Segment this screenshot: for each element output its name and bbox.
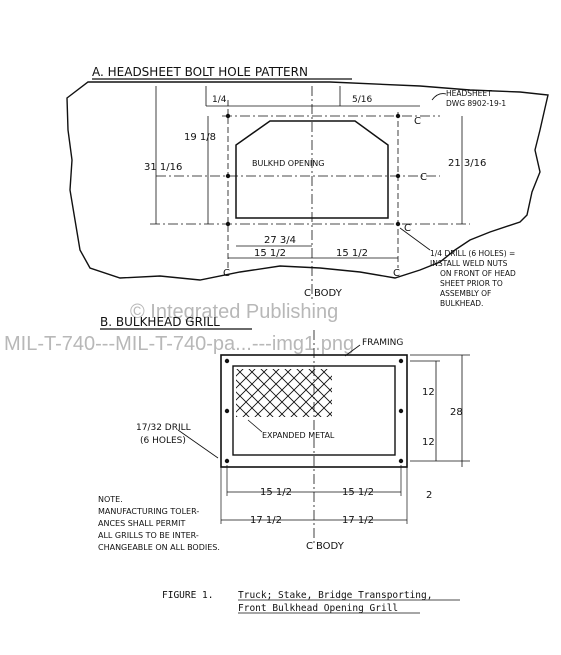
dim-inner-height: 19 1/8 — [184, 132, 216, 143]
drill-note-line: INSTALL WELD NUTS — [430, 259, 508, 268]
watermark-line-2: MIL-T-740---MIL-T-740-pa...---img1.png — [4, 333, 354, 355]
section-a-headsheet: A. HEADSHEET BOLT HOLE PATTERN BULKHD OP… — [66, 65, 549, 308]
grill-drill-count: (6 HOLES) — [140, 436, 186, 446]
dim-h-outer-right: 17 1/2 — [342, 515, 374, 526]
bolt-hole — [395, 173, 401, 179]
bulkhead-opening-outline — [235, 120, 389, 219]
grill-drill-label: 17/32 DRILL — [136, 423, 191, 433]
drill-leader — [399, 227, 431, 251]
grill-hole — [224, 458, 230, 464]
grill-hole — [398, 358, 404, 364]
dim-v-bottom: 12 — [422, 437, 435, 448]
grill-hole — [398, 408, 404, 414]
dim-outer-height: 31 1/16 — [144, 162, 182, 173]
note-line: MANUFACTURING TOLER- — [98, 507, 199, 516]
grill-hole — [398, 458, 404, 464]
drill-note-line: SHEET PRIOR TO — [440, 279, 503, 288]
note-line: ALL GRILLS TO BE INTER- — [98, 531, 199, 540]
headsheet-outline — [66, 81, 549, 281]
centerline-mark: C — [393, 268, 400, 279]
expanded-metal-hatch — [236, 369, 332, 417]
bolt-hole — [395, 221, 401, 227]
dim-v-top: 12 — [422, 387, 435, 398]
caption-line-1: Truck; Stake, Bridge Transporting, — [238, 590, 432, 601]
headsheet-note-1: HEADSHEET — [446, 89, 492, 98]
caption-line-2: Front Bulkhead Opening Grill — [238, 603, 398, 614]
centerline-mark: C — [223, 268, 230, 279]
section-a-title: A. HEADSHEET BOLT HOLE PATTERN — [92, 65, 308, 79]
dim-small-gap: 2 — [426, 490, 432, 501]
body-centerline-mark: C — [304, 288, 311, 299]
drill-note-line: BULKHEAD. — [440, 299, 483, 308]
note-line: NOTE. — [98, 495, 123, 504]
dim-h-outer-left: 17 1/2 — [250, 515, 282, 526]
body-label: BODY — [316, 541, 345, 552]
note-line: ANCES SHALL PERMIT — [98, 519, 185, 528]
centerline-mark: C — [420, 172, 427, 183]
dim-right-height: 21 3/16 — [448, 158, 486, 169]
drill-note: 1/4 DRILL (6 HOLES) = INSTALL WELD NUTS … — [430, 249, 516, 308]
framing-leader — [344, 344, 361, 357]
expanded-metal-label: EXPANDED METAL — [262, 431, 335, 440]
bolt-hole — [225, 113, 231, 119]
drill-note-line: ASSEMBLY OF — [440, 289, 491, 298]
dim-width-inner: 27 3/4 — [264, 235, 296, 246]
body-label: BODY — [314, 288, 343, 299]
bolt-hole — [395, 113, 401, 119]
caption-label: FIGURE 1. — [162, 590, 213, 601]
bolt-hole — [225, 221, 231, 227]
body-centerline-mark: C — [306, 541, 313, 552]
drill-note-line: ON FRONT OF HEAD — [440, 269, 516, 278]
watermark-line-1: © Integrated Publishing — [130, 301, 338, 323]
watermark: © Integrated Publishing MIL-T-740---MIL-… — [4, 301, 354, 355]
grill-hole — [224, 408, 230, 414]
drill-note-line: 1/4 DRILL (6 HOLES) = — [430, 249, 515, 258]
figure-caption: FIGURE 1. Truck; Stake, Bridge Transport… — [162, 590, 460, 614]
dim-h-inner-left: 15 1/2 — [260, 487, 292, 498]
headsheet-note-2: DWG 8902-19-1 — [446, 99, 506, 108]
bolt-hole — [225, 173, 231, 179]
grill-hole — [224, 358, 230, 364]
expanded-metal-leader — [247, 419, 263, 433]
note-line: CHANGEABLE ON ALL BODIES. — [98, 543, 220, 552]
tolerance-note: NOTE. MANUFACTURING TOLER- ANCES SHALL P… — [98, 495, 220, 552]
dim-half-left: 15 1/2 — [254, 248, 286, 259]
section-b-title: B. BULKHEAD GRILL — [100, 315, 220, 329]
bulkhead-opening-label: BULKHD OPENING — [252, 159, 324, 168]
centerline-mark: C — [414, 116, 421, 127]
centerline-mark: C — [404, 223, 411, 234]
dim-top-right: 5/16 — [352, 95, 372, 105]
dim-h-inner-right: 15 1/2 — [342, 487, 374, 498]
dim-top-small: 1/4 — [212, 95, 227, 105]
dim-half-right: 15 1/2 — [336, 248, 368, 259]
drill-leader — [177, 429, 219, 459]
headsheet-leader — [431, 93, 447, 101]
framing-label: FRAMING — [362, 338, 403, 348]
section-b-grill: B. BULKHEAD GRILL FRAMING EXPANDED METAL… — [100, 315, 470, 552]
dim-v-total: 28 — [450, 407, 463, 418]
